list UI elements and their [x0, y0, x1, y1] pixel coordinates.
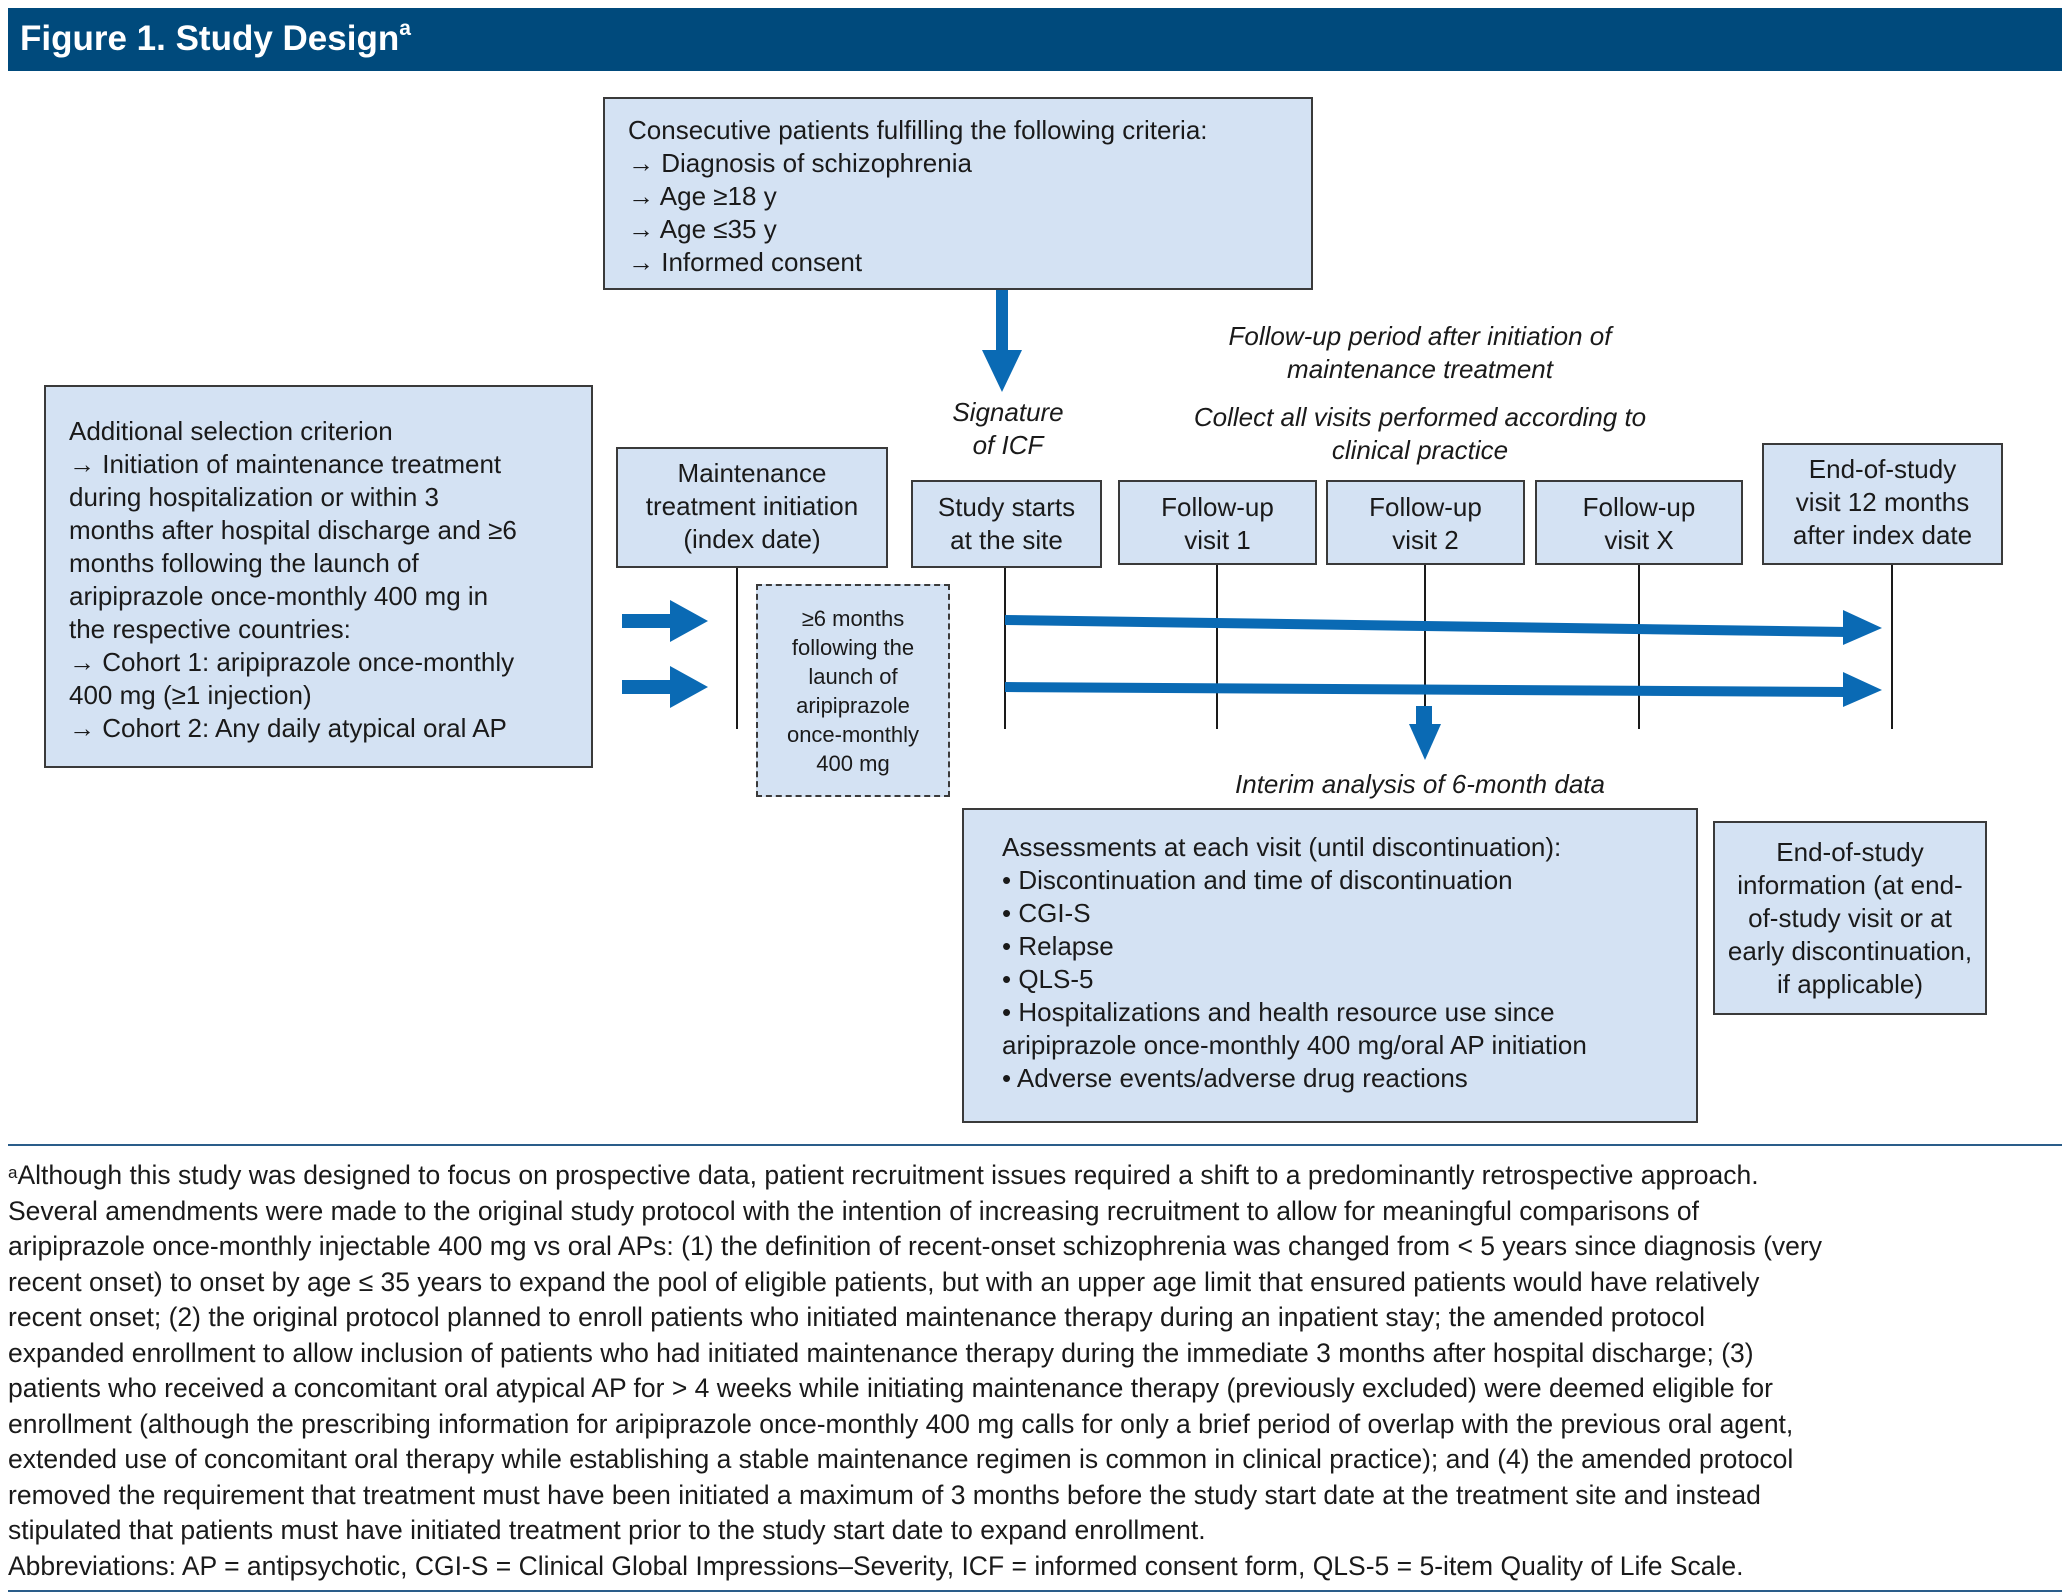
launch-period-box: ≥6 months following the launch of aripip…	[756, 584, 950, 797]
maintenance-initiation-box: Maintenance treatment initiation (index …	[616, 447, 888, 568]
criteria-line: → Diagnosis of schizophrenia	[628, 148, 972, 178]
selection-line: aripiprazole once-monthly 400 mg in	[69, 581, 489, 611]
followup-x-line: Follow-up	[1582, 492, 1696, 522]
eos-info-line: End-of-study	[1776, 837, 1924, 867]
followup-visit-1-box: Follow-up visit 1	[1118, 480, 1317, 565]
selection-line: the respective countries:	[69, 614, 351, 644]
collect-visits-label: Collect all visits performed according t…	[1193, 402, 1647, 465]
title-footnote-marker: a	[399, 17, 411, 40]
footnote-line: Several amendments were made to the orig…	[8, 1195, 1699, 1226]
selection-line: months after hospital discharge and ≥6	[69, 515, 517, 545]
assessment-line: • CGI-S	[1002, 898, 1091, 928]
followup-visit-x-box: Follow-up visit X	[1535, 480, 1743, 565]
followup-2-line: Follow-up	[1369, 492, 1482, 522]
cohort-1-timeline-arrow	[1005, 610, 1882, 645]
footnote-line: aAlthough this study was designed to foc…	[8, 1160, 1759, 1190]
signature-icf-label: Signature of ICF	[952, 397, 1064, 460]
footnote-line: recent onset; (2) the original protocol …	[8, 1302, 1706, 1332]
followup-visit-2-box: Follow-up visit 2	[1326, 480, 1525, 565]
launch-line: 400 mg	[816, 751, 890, 776]
maintenance-line: treatment initiation	[645, 491, 859, 521]
interim-down-arrow	[1409, 706, 1441, 760]
selection-line: Additional selection criterion	[69, 416, 393, 446]
footnote-line: stipulated that patients must have initi…	[8, 1515, 1206, 1545]
footnote-line: enrollment (although the prescribing inf…	[8, 1408, 1794, 1439]
maintenance-line: (index date)	[683, 524, 821, 554]
followup-2-line: visit 2	[1392, 525, 1459, 555]
cohort-1-entry-arrow	[622, 600, 708, 642]
end-of-study-info-box: End-of-study information (at end- of-stu…	[1713, 821, 1987, 1015]
launch-line: ≥6 months	[801, 606, 905, 631]
end-of-study-line: visit 12 months	[1795, 487, 1970, 517]
end-of-study-line: End-of-study	[1808, 454, 1957, 484]
criteria-down-arrow	[982, 290, 1022, 392]
footnote-line: recent onset) to onset by age ≤ 35 years…	[8, 1266, 1760, 1297]
assessment-line: • Hospitalizations and health resource u…	[1002, 997, 1555, 1027]
cohort-2-timeline-arrow	[1005, 672, 1882, 707]
footnote-line: expanded enrollment to allow inclusion o…	[8, 1337, 1754, 1368]
footnote-line: aripiprazole once-monthly injectable 400…	[8, 1231, 1822, 1261]
selection-line: → Cohort 2: Any daily atypical oral AP	[69, 713, 507, 743]
cohort-2-entry-arrow	[622, 666, 708, 708]
footnote-line: removed the requirement that treatment m…	[8, 1479, 1761, 1510]
selection-line: during hospitalization or within 3	[69, 482, 439, 512]
end-of-study-visit-box: End-of-study visit 12 months after index…	[1762, 443, 2003, 565]
selection-line: → Initiation of maintenance treatment	[69, 449, 502, 479]
assessment-line: • Discontinuation and time of discontinu…	[1002, 865, 1513, 895]
eos-info-line: of-study visit or at	[1748, 903, 1952, 933]
followup-period-label: Follow-up period after initiation of mai…	[1228, 321, 1612, 384]
study-start-line: at the site	[950, 525, 1063, 555]
selection-criterion-box: Additional selection criterion → Initiat…	[44, 385, 593, 768]
assessment-line: aripiprazole once-monthly 400 mg/oral AP…	[1002, 1030, 1587, 1060]
assessment-line: Assessments at each visit (until discont…	[1002, 832, 1562, 862]
study-start-line: Study starts	[937, 492, 1076, 522]
selection-line: months following the launch of	[69, 548, 419, 578]
study-start-box: Study starts at the site	[911, 480, 1102, 568]
assessment-line: • QLS-5	[1002, 964, 1094, 994]
end-of-study-line: after index date	[1792, 520, 1973, 550]
eos-info-line: if applicable)	[1777, 969, 1923, 999]
launch-line: launch of	[808, 664, 898, 689]
maintenance-line: Maintenance	[677, 458, 827, 488]
abbreviations: Abbreviations: AP = antipsychotic, CGI-S…	[8, 1551, 1744, 1581]
followup-x-line: visit X	[1604, 525, 1674, 555]
criteria-line: → Age ≤35 y	[628, 214, 777, 244]
followup-1-line: Follow-up	[1161, 492, 1274, 522]
eos-info-line: information (at end-	[1737, 870, 1963, 900]
footnote-line: extended use of concomitant oral therapy…	[8, 1444, 1794, 1474]
footnote-bottom-rule	[8, 1590, 2062, 1592]
launch-line: aripiprazole	[796, 693, 910, 718]
assessment-line: • Relapse	[1002, 931, 1114, 961]
figure-title: Figure 1. Study Designa	[20, 17, 411, 58]
figure-header: Figure 1. Study Designa	[8, 8, 2062, 71]
criteria-line: Consecutive patients fulfilling the foll…	[628, 115, 1208, 145]
footnote-top-rule	[8, 1144, 2062, 1146]
criteria-line: → Informed consent	[628, 247, 863, 277]
interim-analysis-label: Interim analysis of 6-month data	[1235, 769, 1605, 799]
assessments-box: Assessments at each visit (until discont…	[962, 808, 1698, 1123]
footnote-line: patients who received a concomitant oral…	[8, 1373, 1773, 1403]
launch-line: once-monthly	[786, 722, 920, 747]
eos-info-line: early discontinuation,	[1727, 936, 1973, 966]
assessment-line: • Adverse events/adverse drug reactions	[1002, 1063, 1468, 1093]
footnote: aAlthough this study was designed to foc…	[8, 1158, 2058, 1549]
followup-1-line: visit 1	[1184, 525, 1251, 555]
criteria-line: → Age ≥18 y	[628, 181, 777, 211]
footnote-paragraph: aAlthough this study was designed to foc…	[8, 1158, 2058, 1549]
selection-line: → Cohort 1: aripiprazole once-monthly	[69, 647, 515, 677]
footnote-marker: a	[8, 1163, 18, 1182]
launch-line: following the	[791, 635, 915, 660]
selection-line: 400 mg (≥1 injection)	[69, 680, 312, 710]
inclusion-criteria-box: Consecutive patients fulfilling the foll…	[603, 97, 1313, 290]
